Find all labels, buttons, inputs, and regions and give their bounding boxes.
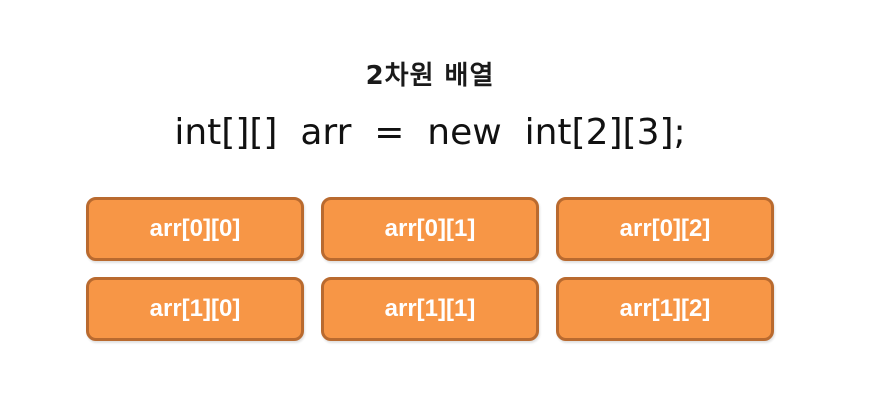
array-cell-0-0: arr[0][0]	[86, 197, 304, 261]
array-cell-0-1: arr[0][1]	[321, 197, 539, 261]
array-grid: arr[0][0] arr[0][1] arr[0][2] arr[1][0] …	[86, 197, 774, 341]
declaration-code: int[][] arr = new int[2][3];	[174, 112, 686, 153]
array-cell-1-2: arr[1][2]	[556, 277, 774, 341]
array-cell-1-0: arr[1][0]	[86, 277, 304, 341]
diagram-title: 2차원 배열	[365, 61, 495, 91]
array-cell-0-2: arr[0][2]	[556, 197, 774, 261]
array-cell-1-1: arr[1][1]	[321, 277, 539, 341]
